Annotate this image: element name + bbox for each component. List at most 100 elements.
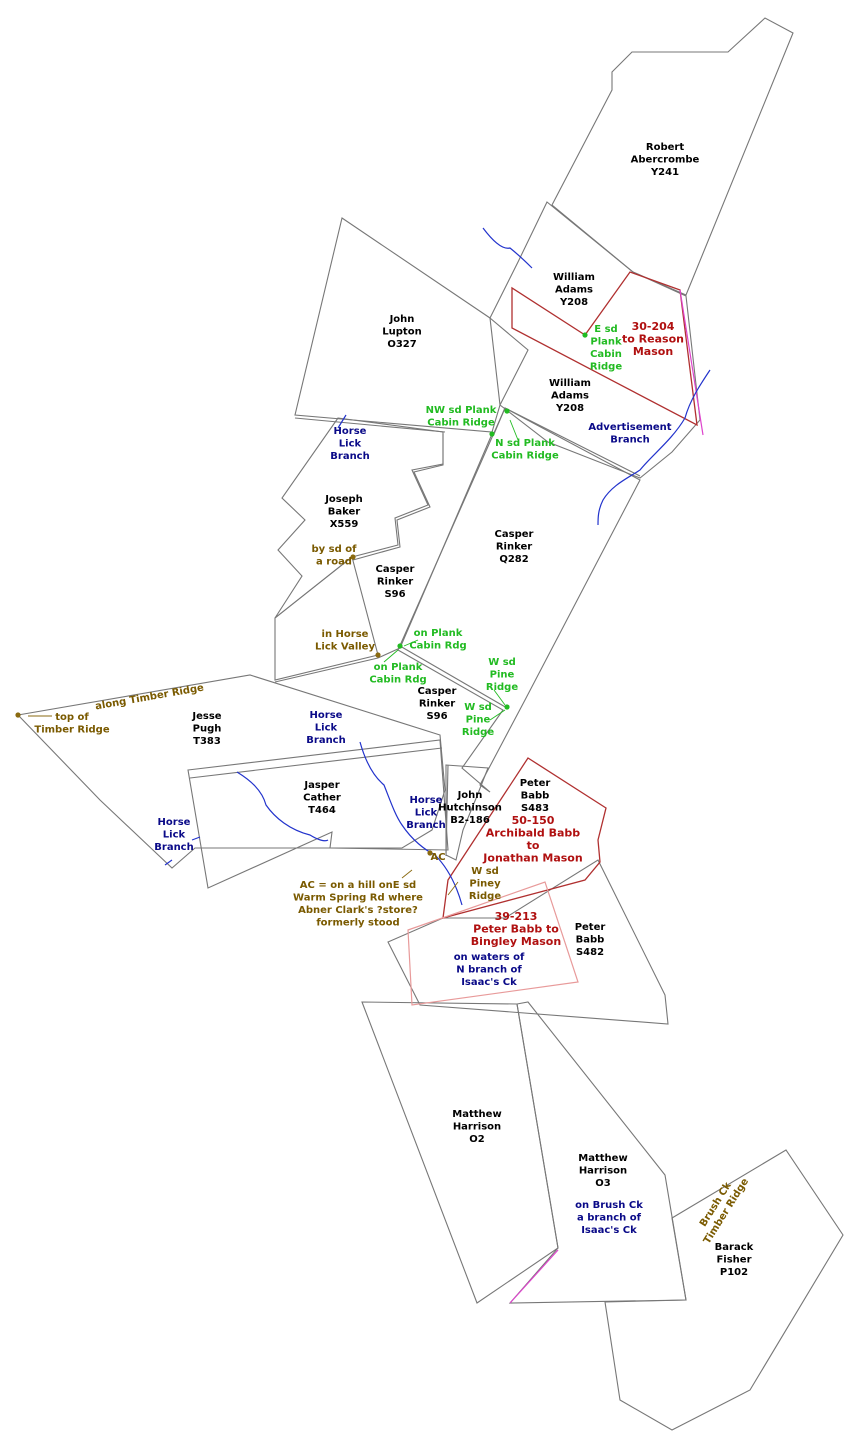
label-line: Ridge [590,362,622,373]
label-line: Adams [555,285,593,296]
label-line: Q282 [499,554,528,565]
label-line: in Horse [322,629,369,640]
label-line: to [527,839,540,852]
label-line: Harrison [579,1166,627,1177]
label-line: Isaac's Ck [461,977,517,988]
label-line: Plank [590,337,622,348]
label-line: Rinker [419,699,455,710]
boundary-abercrombe [551,17,794,296]
label-line: Ridge [469,891,501,902]
ridge-line-2 [352,434,444,561]
ridge-line-7 [377,647,401,659]
label-line: Robert [646,142,684,153]
label-line: S482 [576,947,604,958]
streams [164,227,711,906]
label-line: Hutchinson [438,803,502,814]
label-line: Lick [339,439,362,450]
label-ac: AC [430,852,445,863]
label-line: Matthew [452,1109,501,1120]
label-line: Y208 [559,297,588,308]
label-along-timber: along Timber Ridge [94,683,205,713]
label-line: Horse [310,710,343,721]
label-line: N branch of [456,965,522,976]
magenta-line-2 [509,1249,559,1304]
label-line: Peter [520,778,551,789]
boundary-fisher [604,1149,844,1431]
label-line: a road [316,557,352,568]
label-line: 30-204 [632,320,675,333]
label-line: Rinker [496,542,532,553]
label-line: S483 [521,803,549,814]
label-line: Piney [469,879,501,890]
label-line: Cabin Rdg [369,675,426,686]
label-line: Casper [495,529,534,540]
label-line: Rinker [377,577,413,588]
boundary-adams-1 [489,201,701,479]
label-line: Abner Clark's ?store? [298,905,418,916]
label-line: Fisher [716,1255,751,1266]
boundary-cather [187,739,449,889]
ridge-line-4 [399,433,493,649]
label-line: S96 [426,711,447,722]
label-line: Advertisement [588,422,671,433]
label-line: to Reason [622,333,684,346]
ridge-line-8 [189,747,443,779]
label-line: Isaac's Ck [581,1225,637,1236]
point-e-sd-plank [582,332,588,338]
label-line: Adams [551,391,589,402]
label-line: by sd of [312,544,358,555]
label-line: Y241 [650,167,679,178]
label-line: Branch [330,451,369,462]
label-line: Ridge [462,727,494,738]
stream-advertisement [597,369,711,526]
label-line: Jasper [303,780,339,791]
point-road [350,554,356,560]
label-line: X559 [330,519,359,530]
survey-points [15,332,588,856]
label-line: Cabin Rdg [409,641,466,652]
magenta-line-1 [679,289,704,436]
label-line: Barack [715,1242,754,1253]
label-line: Branch [610,435,649,446]
label-brush-timber: Brush CkTimber Ridge [691,1170,751,1246]
label-line: Babb [521,791,550,802]
label-line: AC [430,852,445,863]
label-line: O2 [469,1134,485,1145]
label-line: Jonathan Mason [482,852,582,865]
label-line: Casper [418,686,457,697]
label-line: Mason [633,345,673,358]
boundary-deed-39-213 [407,881,579,1006]
boundary-rinker-q282 [397,407,641,793]
boundary-babb-s482 [387,859,669,1025]
label-line: T383 [193,736,221,747]
label-line: Baker [328,507,361,518]
label-line: Warm Spring Rd where [293,893,423,904]
stream-branch-west [191,836,201,841]
label-line: Lick Valley [315,642,375,653]
label-line: Cabin Ridge [427,418,495,429]
label-line: Matthew [578,1153,627,1164]
